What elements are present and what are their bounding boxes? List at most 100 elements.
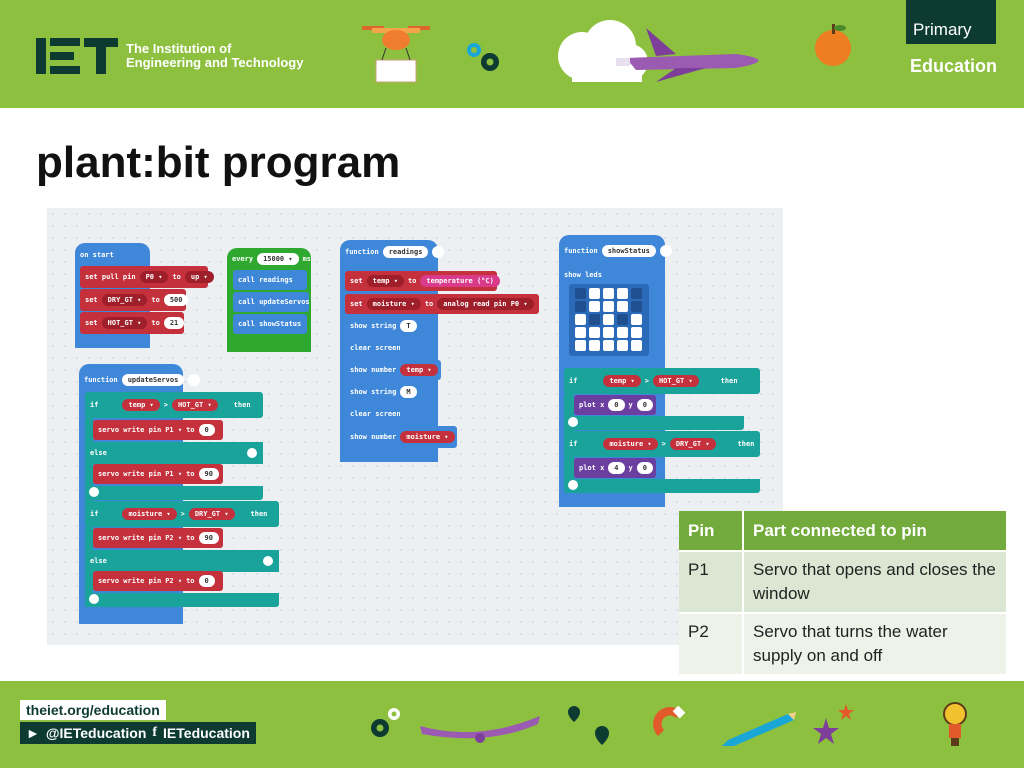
led-cell[interactable]: [617, 314, 628, 325]
add-icon[interactable]: [568, 480, 578, 490]
call-update-servos-block[interactable]: call updateServos: [233, 292, 310, 312]
string-t-value[interactable]: T: [400, 320, 417, 332]
set-pull-pin-block[interactable]: set pull pin P0 ▾ to up ▾: [80, 266, 214, 288]
servo-angle-value[interactable]: 90: [198, 468, 219, 480]
set-dry-gt-block[interactable]: set DRY_GT ▾ to 500: [80, 289, 189, 311]
servo-p1-90-block[interactable]: servo write pin P1 ▾ to 90: [93, 464, 223, 484]
function-name-field[interactable]: updateServos: [121, 374, 185, 386]
set-temp-block[interactable]: set temp ▾ to temperature (°C): [345, 271, 500, 291]
plot-x-value[interactable]: 0: [608, 399, 625, 411]
remove-icon[interactable]: [263, 556, 273, 566]
clear-screen-block-2[interactable]: clear screen: [345, 404, 405, 424]
moisture-variable[interactable]: moisture ▾: [122, 508, 177, 520]
led-cell[interactable]: [575, 327, 586, 338]
analog-pin-dropdown[interactable]: P0 ▾: [510, 300, 528, 308]
led-cell[interactable]: [631, 314, 642, 325]
else-block-1[interactable]: else: [85, 442, 263, 464]
servo-pin-dropdown[interactable]: P1 ▾: [165, 470, 183, 478]
led-cell[interactable]: [631, 288, 642, 299]
led-cell[interactable]: [603, 340, 614, 351]
else-block-2[interactable]: else: [85, 550, 279, 572]
led-cell[interactable]: [617, 301, 628, 312]
led-cell[interactable]: [603, 301, 614, 312]
plot-4-0-block[interactable]: plot x 4 y 0: [574, 458, 656, 478]
function-name-field[interactable]: showStatus: [601, 245, 656, 257]
function-name-field[interactable]: readings: [382, 246, 429, 258]
servo-p1-0-block[interactable]: servo write pin P1 ▾ to 0: [93, 420, 223, 440]
moisture-variable[interactable]: moisture ▾: [603, 438, 658, 450]
temperature-reporter[interactable]: temperature (°C): [420, 275, 500, 287]
show-number-temp-block[interactable]: show number temp ▾: [345, 360, 441, 380]
add-icon[interactable]: [568, 417, 578, 427]
collapse-icon[interactable]: [659, 245, 672, 257]
led-cell[interactable]: [603, 314, 614, 325]
led-cell[interactable]: [575, 288, 586, 299]
led-cell[interactable]: [575, 301, 586, 312]
led-grid[interactable]: [569, 284, 649, 356]
analog-read-reporter[interactable]: analog read pin P0 ▾: [437, 298, 534, 310]
string-m-value[interactable]: M: [400, 386, 417, 398]
led-cell[interactable]: [617, 327, 628, 338]
plot-x-value[interactable]: 4: [608, 462, 625, 474]
servo-angle-value[interactable]: 0: [198, 575, 215, 587]
led-cell[interactable]: [617, 340, 628, 351]
led-cell[interactable]: [589, 327, 600, 338]
show-number-moisture-block[interactable]: show number moisture ▾: [345, 426, 457, 448]
add-icon[interactable]: [89, 487, 99, 497]
servo-pin-dropdown[interactable]: P2 ▾: [165, 577, 183, 585]
facebook-handle[interactable]: IETeducation: [163, 725, 250, 741]
remove-icon[interactable]: [247, 448, 257, 458]
temp-variable[interactable]: temp ▾: [400, 364, 438, 376]
collapse-icon[interactable]: [188, 374, 201, 386]
temp-variable[interactable]: temp ▾: [122, 399, 160, 411]
add-icon[interactable]: [89, 594, 99, 604]
twitter-handle[interactable]: @IETeducation: [45, 725, 147, 741]
servo-pin-dropdown[interactable]: P1 ▾: [165, 426, 183, 434]
if-temp-servo-block[interactable]: if temp ▾ > HOT_GT ▾ then: [85, 392, 263, 418]
if-temp-block[interactable]: if temp ▾ > HOT_GT ▾ then: [564, 368, 760, 394]
moisture-dropdown[interactable]: moisture ▾: [366, 298, 421, 310]
temp-variable[interactable]: temp ▾: [603, 375, 641, 387]
interval-dropdown[interactable]: 15000 ▾: [257, 253, 299, 265]
plot-y-value[interactable]: 0: [636, 399, 653, 411]
if-footer-4[interactable]: [85, 593, 279, 607]
led-cell[interactable]: [603, 327, 614, 338]
led-cell[interactable]: [603, 288, 614, 299]
set-moisture-block[interactable]: set moisture ▾ to analog read pin P0 ▾: [345, 294, 539, 314]
led-cell[interactable]: [589, 288, 600, 299]
dry-gt-value[interactable]: 500: [163, 294, 189, 306]
hot-gt-value[interactable]: 21: [163, 317, 185, 329]
call-show-status-block[interactable]: call showStatus: [233, 314, 307, 334]
led-cell[interactable]: [631, 340, 642, 351]
led-cell[interactable]: [575, 340, 586, 351]
led-cell[interactable]: [617, 288, 628, 299]
set-hot-gt-block[interactable]: set HOT_GT ▾ to 21: [80, 312, 185, 334]
if-footer-2[interactable]: [564, 479, 760, 493]
servo-angle-value[interactable]: 0: [198, 424, 215, 436]
servo-p2-90-block[interactable]: servo write pin P2 ▾ to 90: [93, 528, 223, 548]
plot-0-0-block[interactable]: plot x 0 y 0: [574, 395, 656, 415]
if-moisture-block[interactable]: if moisture ▾ > DRY_GT ▾ then: [564, 431, 760, 457]
led-cell[interactable]: [589, 314, 600, 325]
led-cell[interactable]: [631, 301, 642, 312]
if-moisture-servo-block[interactable]: if moisture ▾ > DRY_GT ▾ then: [85, 501, 279, 527]
show-string-t-block[interactable]: show string T: [345, 316, 425, 336]
dry-gt-variable[interactable]: DRY_GT ▾: [669, 438, 716, 450]
show-string-m-block[interactable]: show string M: [345, 382, 425, 402]
hot-gt-dropdown[interactable]: HOT_GT ▾: [101, 317, 148, 329]
hot-gt-variable[interactable]: HOT_GT ▾: [652, 375, 699, 387]
plot-y-value[interactable]: 0: [636, 462, 653, 474]
dry-gt-variable[interactable]: DRY_GT ▾: [188, 508, 235, 520]
led-cell[interactable]: [631, 327, 642, 338]
call-readings-block[interactable]: call readings: [233, 270, 307, 290]
dry-gt-dropdown[interactable]: DRY_GT ▾: [101, 294, 148, 306]
led-cell[interactable]: [589, 340, 600, 351]
servo-angle-value[interactable]: 90: [198, 532, 219, 544]
servo-pin-dropdown[interactable]: P2 ▾: [165, 534, 183, 542]
hot-gt-variable[interactable]: HOT_GT ▾: [171, 399, 218, 411]
temp-dropdown[interactable]: temp ▾: [366, 275, 404, 287]
led-cell[interactable]: [589, 301, 600, 312]
collapse-icon[interactable]: [432, 246, 445, 258]
pin-dropdown[interactable]: P0 ▾: [139, 271, 169, 283]
servo-p2-0-block[interactable]: servo write pin P2 ▾ to 0: [93, 571, 223, 591]
